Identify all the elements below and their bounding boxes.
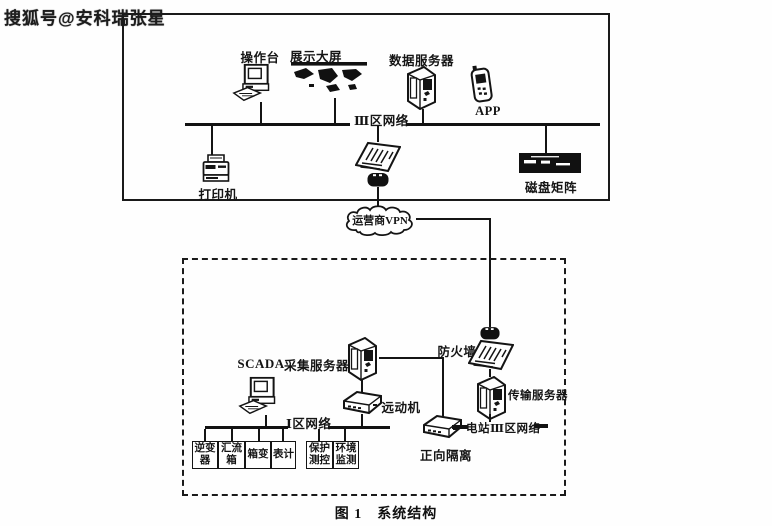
connector bbox=[282, 429, 284, 442]
zone1-network-bus-right bbox=[328, 426, 390, 429]
data-server-label: 数据服务器 bbox=[389, 54, 455, 68]
app-label: APP bbox=[475, 104, 501, 118]
remote-terminal-label: 远动机 bbox=[381, 401, 421, 415]
connector bbox=[377, 126, 379, 142]
display-screen-map-icon bbox=[291, 62, 367, 98]
protection-line1: 保护 bbox=[309, 443, 330, 454]
connector bbox=[377, 187, 379, 207]
environment-line1: 环境 bbox=[335, 443, 357, 454]
connector bbox=[344, 429, 346, 442]
box-transformer-box: 箱变 bbox=[245, 441, 271, 469]
vpn-cloud-label: 运营商VPN bbox=[352, 215, 408, 227]
connector bbox=[318, 429, 320, 442]
disk-array-label: 磁盘矩阵 bbox=[524, 181, 577, 195]
printer-label: 打印机 bbox=[198, 188, 238, 202]
disk-array-icon bbox=[519, 152, 581, 173]
environment-line2: 监测 bbox=[335, 455, 357, 466]
inverter-line2: 器 bbox=[199, 455, 211, 466]
combiner-box: 汇流 箱 bbox=[218, 441, 245, 469]
transmission-server-icon bbox=[474, 376, 508, 420]
scada-computer-icon bbox=[238, 376, 280, 416]
connector bbox=[361, 380, 363, 392]
figure-caption: 图 1 系统结构 bbox=[334, 507, 438, 522]
transmission-server-label: 传输服务器 bbox=[508, 390, 568, 402]
connector bbox=[258, 429, 260, 442]
combiner-line2: 箱 bbox=[226, 455, 237, 466]
zone3-network-bus-left bbox=[185, 123, 350, 126]
connector bbox=[442, 357, 444, 417]
firewall-icon bbox=[468, 339, 514, 371]
protection-line2: 测控 bbox=[309, 455, 330, 466]
inverter-line1: 逆变 bbox=[194, 443, 216, 454]
app-phone-icon bbox=[469, 64, 495, 104]
connector bbox=[260, 102, 262, 124]
connector bbox=[334, 98, 336, 124]
connector bbox=[545, 126, 547, 153]
connector bbox=[211, 126, 213, 155]
firewall-modem-icon bbox=[480, 326, 500, 340]
meter-line1: 表计 bbox=[273, 449, 294, 460]
protection-box: 保护 测控 bbox=[306, 441, 333, 469]
router-switch-icon bbox=[355, 141, 401, 173]
modem-device-icon bbox=[367, 172, 389, 187]
zone3-frame bbox=[122, 13, 610, 201]
firewall-label: 防火墙 bbox=[437, 345, 477, 359]
connector bbox=[361, 414, 363, 427]
remote-terminal-icon bbox=[343, 391, 383, 415]
meter-box: 表计 bbox=[271, 441, 296, 469]
environment-box: 环境 监测 bbox=[333, 441, 359, 469]
station-bus-segment bbox=[452, 425, 468, 429]
connector bbox=[489, 369, 491, 377]
connector bbox=[231, 429, 233, 442]
zone1-network-label: Ⅰ区网络 bbox=[286, 417, 332, 431]
zone1-network-bus-left bbox=[205, 426, 288, 429]
connector bbox=[489, 414, 491, 422]
scada-label: SCADA bbox=[237, 356, 285, 371]
connector bbox=[422, 109, 424, 124]
printer-icon bbox=[202, 154, 230, 184]
box-transformer-line1: 箱变 bbox=[247, 449, 269, 460]
connector bbox=[489, 218, 491, 327]
zone3-network-bus-right bbox=[407, 123, 600, 126]
station-bus-segment bbox=[534, 424, 548, 428]
connector bbox=[204, 429, 206, 442]
collection-server-icon bbox=[345, 337, 379, 381]
station-zone3-network-label: 电站Ⅲ区网络 bbox=[466, 423, 541, 435]
data-server-icon bbox=[404, 66, 438, 110]
combiner-line1: 汇流 bbox=[221, 443, 242, 454]
collection-server-label: 采集服务器 bbox=[284, 359, 350, 373]
station-frame bbox=[182, 258, 566, 496]
inverter-box: 逆变 器 bbox=[192, 441, 218, 469]
display-screen-label: 展示大屏 bbox=[289, 50, 342, 64]
connector bbox=[265, 415, 267, 427]
zone3-network-label: Ⅲ区网络 bbox=[354, 114, 409, 128]
operator-console-label: 操作台 bbox=[240, 51, 280, 65]
forward-isolation-label: 正向隔离 bbox=[419, 449, 472, 463]
connector bbox=[379, 357, 444, 359]
operator-console-computer-icon bbox=[232, 63, 274, 103]
connector bbox=[416, 218, 491, 220]
